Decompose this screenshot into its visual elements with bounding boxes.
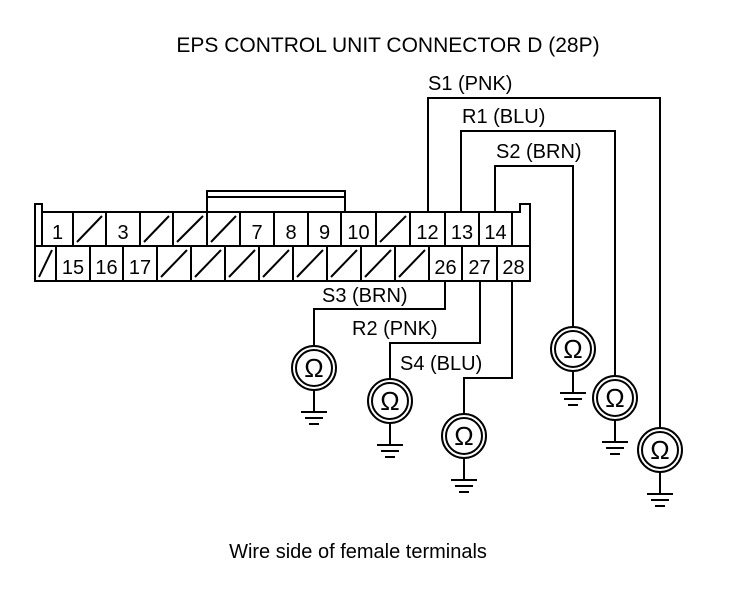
connector-cell: [156, 245, 192, 282]
unused-cavity-slash: [364, 249, 392, 278]
terminal-number: 1: [52, 222, 63, 244]
unused-cavity-slash: [38, 249, 53, 278]
wire-s2: S2 (BRN): [494, 141, 582, 326]
unused-cavity-slash: [143, 215, 170, 243]
connector-cell: [326, 245, 362, 282]
wire-s1: S1 (PNK): [427, 73, 661, 427]
connector-cell: 7: [239, 211, 275, 247]
wire-r2: R2 (PNK): [352, 281, 481, 378]
terminal-number: 10: [347, 222, 369, 244]
ground-icon: [377, 423, 403, 458]
ohmmeter-icon: Ω: [637, 427, 683, 473]
connector-cell: 27: [461, 245, 498, 282]
ohmmeter-icon: Ω: [592, 375, 638, 421]
connector-cell: 12: [409, 211, 446, 247]
ground-icon: [301, 390, 327, 425]
ground-icon: [602, 420, 628, 455]
ohmmeter-icon: Ω: [367, 378, 413, 424]
connector-cell: 3: [105, 211, 141, 247]
ohm-symbol: Ω: [454, 421, 473, 451]
wire-label-r1: R1 (BLU): [462, 106, 545, 128]
ohm-symbol: Ω: [563, 334, 582, 364]
connector-cell: [258, 245, 294, 282]
terminal-number: 8: [285, 222, 296, 244]
connector-cell: [139, 211, 174, 247]
terminal-number: 3: [117, 222, 128, 244]
wire-label-r2: R2 (PNK): [352, 318, 438, 340]
unused-cavity-slash: [296, 249, 324, 278]
connector-cell: 10: [340, 211, 377, 247]
wire-s3: S3 (BRN): [313, 281, 446, 345]
unused-cavity-slash: [398, 249, 426, 278]
terminal-number: 9: [319, 222, 330, 244]
ohmmeter-icon: Ω: [441, 413, 487, 459]
connector-cell: [34, 245, 57, 282]
terminal-number: 16: [95, 257, 117, 279]
wire-label-s4: S4 (BLU): [400, 353, 482, 375]
ohm-symbol: Ω: [650, 435, 669, 465]
ohm-symbol: Ω: [605, 383, 624, 413]
connector-cell: 1: [41, 211, 74, 247]
connector-cell: 28: [496, 245, 531, 282]
connector-cell: [224, 245, 260, 282]
ohmmeter-icon: Ω: [291, 345, 337, 391]
wire-label-s2: S2 (BRN): [496, 141, 582, 163]
unused-cavity-slash: [379, 215, 407, 243]
wire-s4: S4 (BLU): [400, 281, 513, 413]
wire-r1: R1 (BLU): [460, 106, 616, 375]
ohm-symbol: Ω: [380, 386, 399, 416]
connector-cell: [394, 245, 430, 282]
connector-cell: 17: [122, 245, 158, 282]
connector-cell: [360, 245, 396, 282]
ground-icon: [647, 472, 673, 507]
ohmmeter-icon: Ω: [550, 326, 596, 372]
unused-cavity-slash: [210, 215, 237, 243]
terminal-number: 12: [416, 222, 438, 244]
ground-icon: [560, 371, 586, 406]
connector-row-2: 15 16 17 26 27 28: [34, 245, 531, 282]
terminal-number: 13: [451, 222, 473, 244]
unused-cavity-slash: [330, 249, 358, 278]
terminal-number: 27: [468, 257, 490, 279]
connector-cell: [172, 211, 208, 247]
terminal-number: 26: [434, 257, 456, 279]
connector-cell: [190, 245, 226, 282]
connector-cell: 16: [89, 245, 124, 282]
connector-cell: 14: [478, 211, 513, 247]
connector-cell: 15: [55, 245, 91, 282]
unused-cavity-slash: [228, 249, 256, 278]
terminal-number: 17: [129, 257, 151, 279]
unused-cavity-slash: [194, 249, 222, 278]
connector-cell: [72, 211, 107, 247]
connector-cell: [375, 211, 411, 247]
terminal-number: 14: [484, 222, 506, 244]
unused-cavity-slash: [76, 215, 103, 243]
terminal-number: 28: [502, 257, 524, 279]
unused-cavity-slash: [262, 249, 290, 278]
connector-cell: 9: [307, 211, 342, 247]
unused-cavity-slash: [176, 215, 204, 243]
unused-cavity-slash: [160, 249, 188, 278]
connector-cell: 13: [444, 211, 480, 247]
terminal-number: 7: [251, 222, 262, 244]
terminal-number: 15: [62, 257, 84, 279]
connector-cell: 8: [273, 211, 309, 247]
connector-cell: 26: [428, 245, 463, 282]
connector-cell: [206, 211, 241, 247]
diagram-caption: Wire side of female terminals: [229, 541, 487, 563]
wire-label-s1: S1 (PNK): [428, 73, 512, 95]
ohm-symbol: Ω: [304, 353, 323, 383]
ground-icon: [451, 458, 477, 493]
connector-cell: [292, 245, 328, 282]
wire-label-s3: S3 (BRN): [322, 285, 408, 307]
diagram-title: EPS CONTROL UNIT CONNECTOR D (28P): [176, 34, 599, 57]
